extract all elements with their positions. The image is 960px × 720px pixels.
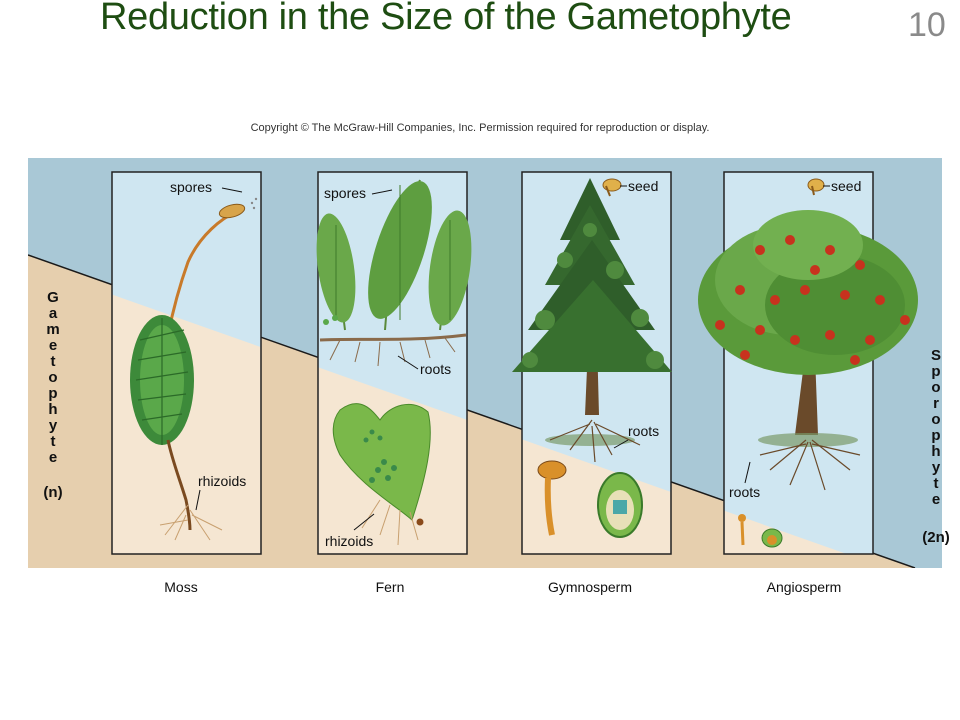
gametophyte-ploidy: (n)	[43, 484, 62, 501]
angiosperm-label-roots: roots	[729, 484, 760, 500]
sporophyte-letter: e	[932, 491, 940, 508]
gametophyte-letter: e	[49, 449, 57, 466]
fern-rhizome	[319, 333, 467, 342]
gametophyte-letter: a	[49, 305, 58, 322]
caption-gymnosperm: Gymnosperm	[548, 579, 632, 595]
gametophyte-letter: t	[51, 353, 56, 370]
sporophyte-letter: r	[933, 395, 939, 412]
gametophyte-letter: y	[49, 417, 58, 434]
fern-label-roots: roots	[420, 361, 451, 377]
sporophyte-axis-label: S p o r o p h y t e (2n)	[922, 347, 950, 546]
gametophyte-letter: p	[48, 385, 57, 402]
moss-label-rhizoids: rhizoids	[198, 473, 246, 489]
sporophyte-letter: p	[931, 363, 940, 380]
sporophyte-letter: t	[934, 475, 939, 492]
gametophyte-letter: e	[49, 337, 57, 354]
sporophyte-letter: o	[931, 379, 940, 396]
gymnosperm-ovule	[597, 472, 643, 538]
caption-moss: Moss	[164, 579, 197, 595]
gymnosperm-roots	[549, 419, 641, 463]
sporophyte-ploidy: (2n)	[922, 529, 950, 546]
gametophyte-letter: h	[48, 401, 57, 418]
sporophyte-letter: y	[932, 459, 941, 476]
fern-rhizoids	[361, 499, 419, 546]
angiosperm-pollen-tube	[738, 514, 746, 546]
panel-gymnosperm: roots seed	[512, 171, 672, 555]
gymnosperm-label-seed: seed	[628, 178, 658, 194]
moss-leafy-gametophyte	[130, 315, 194, 445]
slide-title: Reduction in the Size of the Gametophyte	[100, 0, 792, 38]
gametophyte-axis-label: G a m e t o p h y t e (n)	[43, 289, 62, 501]
angiosperm-label-seed: seed	[831, 178, 861, 194]
angiosperm-fruits	[715, 235, 910, 365]
sporophyte-letter: o	[931, 411, 940, 428]
panel-moss: spores rhizoids	[111, 171, 262, 555]
gymnosperm-label-roots: roots	[628, 423, 659, 439]
caption-fern: Fern	[376, 579, 405, 595]
angiosperm-seed-icon	[807, 178, 825, 196]
fern-fronds	[316, 179, 472, 331]
gymnosperm-pollen-tube	[537, 460, 567, 536]
fern-label-spores: spores	[324, 185, 366, 201]
moss-seta	[166, 210, 237, 336]
caption-angiosperm: Angiosperm	[767, 579, 842, 595]
moss-rhizoids	[159, 504, 223, 541]
gametophyte-letter: t	[51, 433, 56, 450]
panel-angiosperm: roots seed	[698, 171, 918, 555]
sporophyte-letter: S	[931, 347, 941, 364]
fern-label-rhizoids: rhizoids	[325, 533, 373, 549]
sporophyte-letter: p	[931, 427, 940, 444]
angiosperm-ovule	[761, 528, 783, 548]
gymnosperm-tree	[512, 178, 672, 415]
slide-number: 10	[908, 6, 946, 44]
sporophyte-letter: h	[931, 443, 940, 460]
angiosperm-roots	[759, 439, 861, 491]
gametophyte-letter: m	[46, 321, 59, 338]
fern-roots	[329, 337, 456, 367]
moss-capsule	[218, 203, 246, 219]
copyright-notice: Copyright © The McGraw-Hill Companies, I…	[250, 122, 710, 134]
moss-label-spores: spores	[170, 179, 212, 195]
gymnosperm-seed-icon	[602, 178, 622, 197]
gametophyte-letter: o	[48, 369, 57, 386]
panel-fern: spores roots rhizoids	[316, 171, 472, 555]
gametophyte-letter: G	[47, 289, 59, 306]
